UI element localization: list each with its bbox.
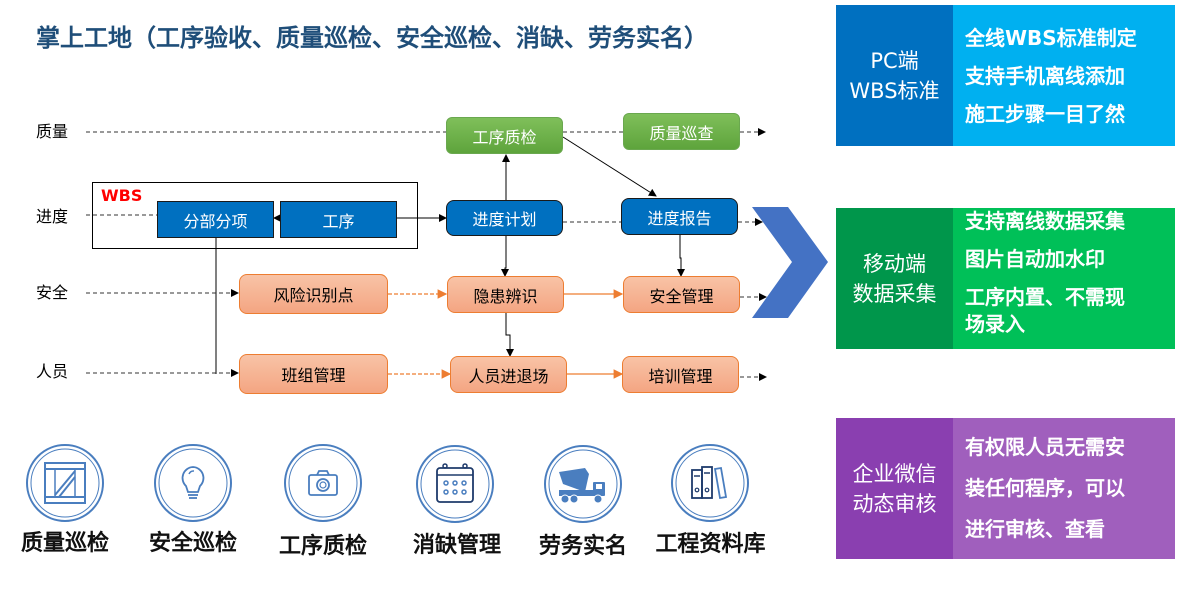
panel-title-line: PC端	[870, 48, 919, 73]
panel-pc-wbs-title: PC端 WBS标准	[836, 5, 953, 146]
node-yinhuan-bianshi[interactable]: 隐患辨识	[447, 276, 564, 313]
feature-defect-management[interactable]	[415, 444, 495, 528]
panel-line: 装任何程序，可以	[965, 476, 1125, 500]
node-fenbu-fenxiang[interactable]: 分部分项	[157, 201, 274, 238]
node-gongxu[interactable]: 工序	[280, 201, 397, 238]
feature-label: 工序质检	[278, 534, 367, 559]
panel-title-line: 企业微信	[852, 461, 937, 486]
panel-line: 支持手机离线添加	[965, 63, 1125, 88]
panel-line: 工序内置、不需现	[965, 285, 1125, 309]
row-label-quality: 质量	[36, 122, 69, 141]
panel-title-line: WBS标准	[849, 78, 940, 103]
feature-safety-inspection[interactable]	[153, 443, 233, 527]
node-jindu-baogao[interactable]: 进度报告	[621, 198, 738, 235]
panel-pc-wbs: PC端 WBS标准 全线WBS标准制定 支持手机离线添加 施工步骤一目了然	[836, 5, 1175, 146]
node-anquan-guanli[interactable]: 安全管理	[623, 276, 740, 313]
yinhuan-renyuan-arrow	[505, 313, 514, 357]
calendar-icon	[416, 445, 494, 523]
feature-label: 劳务实名	[538, 534, 627, 559]
zhijian-baogao-arrow	[562, 136, 657, 197]
node-zhiliang-xuncha[interactable]: 质量巡查	[623, 113, 740, 150]
crate-icon	[26, 444, 104, 522]
panel-mobile-data: 移动端 数据采集 支持离线数据采集 图片自动加水印 工序内置、不需现 场录入	[836, 208, 1175, 349]
page-title: 掌上工地（工序验收、质量巡检、安全巡检、消缺、劳务实名）	[36, 24, 708, 52]
lightbulb-icon	[154, 444, 232, 522]
panel-mobile-data-body: 支持离线数据采集 图片自动加水印 工序内置、不需现 场录入	[953, 208, 1175, 349]
camera-icon	[284, 444, 362, 522]
node-banzu-guanli[interactable]: 班组管理	[239, 354, 388, 394]
chevron-arrow-icon	[752, 207, 828, 318]
panel-line: 场录入	[965, 312, 1025, 336]
node-renyuan-jintuichang[interactable]: 人员进退场	[450, 356, 567, 393]
feature-engineering-library[interactable]	[670, 443, 750, 527]
panel-title-line: 数据采集	[852, 281, 937, 306]
jihua-yinhuan-arrow	[501, 236, 509, 277]
panel-mobile-data-title: 移动端 数据采集	[836, 208, 953, 349]
feature-label: 消缺管理	[412, 533, 501, 558]
panel-wechat-review: 企业微信 动态审核 有权限人员无需安 装任何程序，可以 进行审核、查看	[836, 418, 1175, 559]
panel-wechat-review-title: 企业微信 动态审核	[836, 418, 953, 559]
panel-wechat-review-body: 有权限人员无需安 装任何程序，可以 进行审核、查看	[953, 418, 1175, 559]
binders-icon	[671, 444, 749, 522]
row-label-safety: 安全	[36, 283, 69, 302]
feature-label: 工程资料库	[655, 532, 766, 557]
node-gongxu-zhijian[interactable]: 工序质检	[446, 117, 563, 154]
wbs-group-frame	[92, 182, 418, 249]
feature-process-inspection[interactable]	[283, 443, 363, 527]
wbs-label: WBS	[101, 186, 143, 205]
mixer-truck-icon	[544, 445, 622, 523]
panel-line: 支持离线数据采集	[965, 209, 1125, 233]
feature-label: 质量巡检	[20, 531, 109, 556]
feature-labor-realname[interactable]	[543, 444, 623, 528]
feature-quality-inspection[interactable]	[25, 443, 105, 527]
panel-line: 有权限人员无需安	[965, 435, 1125, 459]
panel-title-line: 移动端	[863, 251, 926, 276]
panel-line: 施工步骤一目了然	[965, 101, 1125, 126]
baogao-anquan-arrow	[677, 235, 685, 277]
feature-label: 安全巡检	[148, 531, 237, 556]
panel-pc-wbs-body: 全线WBS标准制定 支持手机离线添加 施工步骤一目了然	[953, 5, 1175, 146]
row-label-progress: 进度	[36, 207, 69, 226]
panel-line: 全线WBS标准制定	[965, 25, 1137, 50]
node-fengxian-shibie[interactable]: 风险识别点	[239, 274, 388, 314]
panel-line: 图片自动加水印	[965, 247, 1105, 271]
panel-line: 进行审核、查看	[965, 517, 1105, 541]
row-label-personnel: 人员	[36, 362, 69, 381]
panel-title-line: 动态审核	[852, 491, 937, 516]
node-peixun-guanli[interactable]: 培训管理	[622, 356, 739, 393]
node-jindu-jihua[interactable]: 进度计划	[446, 200, 563, 236]
